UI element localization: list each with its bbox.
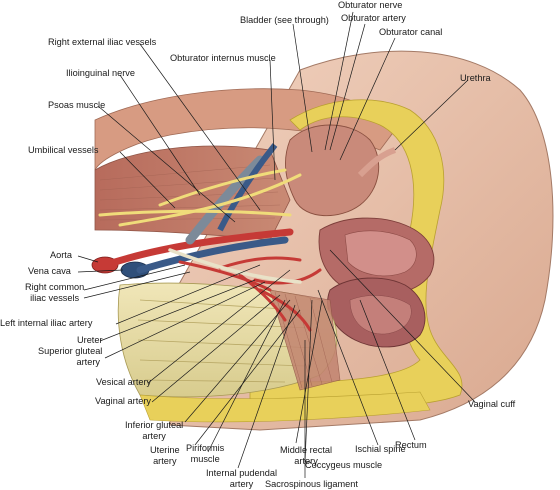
nerves: [98, 168, 302, 227]
internal-iliac-branches: [178, 256, 322, 332]
label-internal-pudendal: Internal pudendal artery: [206, 468, 278, 489]
urethra: [357, 147, 397, 178]
label-superior-gluteal: Superior gluteal artery: [38, 346, 103, 367]
iliac-vein-upper: [217, 143, 278, 232]
label-obturator-artery: Obturator artery: [341, 13, 406, 23]
label-left-internal-iliac: Left internal iliac artery: [0, 318, 93, 328]
external-iliac-vein: [136, 236, 289, 274]
label-coccygeus: Coccygeus muscle: [305, 460, 383, 470]
coccygeus-fibers: [274, 291, 333, 389]
label-right-common-iliac: Right common iliac vessels: [25, 282, 85, 303]
label-uterine-artery: Uterine artery: [150, 445, 180, 466]
label-ilioinguinal-nerve: Ilioinguinal nerve: [66, 68, 135, 78]
label-ureter: Ureter: [77, 335, 103, 345]
label-psoas-muscle: Psoas muscle: [48, 100, 106, 110]
label-urethra: Urethra: [460, 73, 491, 83]
gray-vessel: [185, 155, 265, 245]
aorta-vessel: [91, 256, 119, 274]
external-iliac-artery: [111, 228, 294, 266]
bladder: [285, 124, 380, 217]
label-obturator-nerve: Obturator nerve: [338, 0, 403, 10]
label-aorta: Aorta: [50, 250, 72, 260]
label-ischial-spine: Ischial spine: [355, 444, 406, 454]
label-vesical-artery: Vesical artery: [96, 377, 152, 387]
label-inferior-gluteal: Inferior gluteal artery: [125, 420, 184, 441]
label-umbilical-vessels: Umbilical vessels: [28, 145, 99, 155]
label-vaginal-artery: Vaginal artery: [95, 396, 152, 406]
ureter-tube: [168, 248, 302, 284]
label-rectum: Rectum: [395, 440, 427, 450]
label-right-external-iliac: Right external iliac vessels: [48, 37, 157, 47]
label-obturator-canal: Obturator canal: [379, 27, 443, 37]
label-sacrospinous: Sacrospinous ligament: [265, 479, 358, 489]
label-obturator-internus: Obturator internus muscle: [170, 53, 276, 63]
label-vena-cava: Vena cava: [28, 266, 71, 276]
rectum-inner: [349, 295, 412, 335]
label-bladder: Bladder (see through): [240, 15, 329, 25]
leader-lines: [77, 11, 476, 478]
label-vaginal-cuff: Vaginal cuff: [468, 399, 516, 409]
label-piriformis: Piriformis muscle: [186, 443, 225, 464]
vaginal-fold: [344, 230, 417, 277]
label-middle-rectal: Middle rectal artery: [280, 445, 333, 466]
lower-fat-band: [139, 391, 431, 423]
